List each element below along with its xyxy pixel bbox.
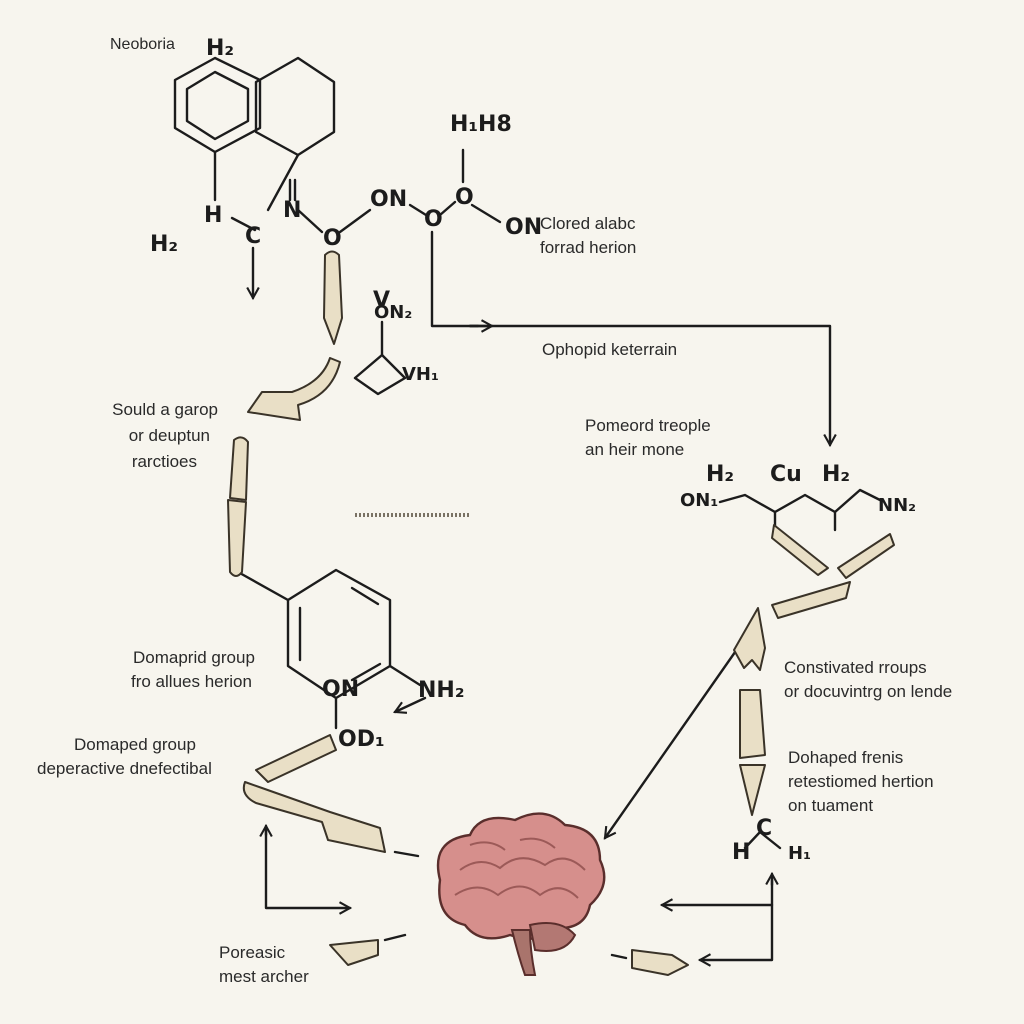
tube-5: [255, 734, 337, 783]
chem-hc-h: H: [732, 840, 751, 865]
tube-7: [771, 524, 829, 576]
annotation-constiv-line1: Constivated rroups: [784, 658, 927, 677]
tube-8: [837, 533, 895, 579]
annotation-soul-line2: or deuptun: [128, 426, 210, 445]
annotation-poreasic-line2: mest archer: [219, 967, 309, 986]
chem-on1-right: ON₁: [680, 490, 719, 511]
tube-2: [247, 357, 341, 421]
chem-nh2-ring: NH₂: [418, 678, 465, 703]
chem-o-2: O: [424, 207, 443, 232]
chem-h2-top: H₂: [206, 36, 235, 61]
chem-hc-c: C: [756, 816, 773, 841]
chem-h2-r2: H₂: [822, 462, 851, 487]
chem-v-mark: V: [373, 288, 391, 313]
tube-3: [229, 436, 249, 501]
tube-14: [631, 949, 689, 976]
tube-1: [323, 250, 343, 345]
bottom-left-bracket-arrow: [264, 828, 353, 915]
page-title: Neoboria: [110, 36, 175, 53]
annotation-clored-line2: forrad herion: [540, 238, 637, 257]
right-bracket-arrow: [697, 878, 774, 967]
chem-nn2-right: NN₂: [878, 495, 917, 516]
tube-6: [242, 781, 386, 853]
annotation-dohaped-line1: Dohaped frenis: [788, 748, 904, 767]
annotation-domaped-line2: deperactive dnefectibal: [37, 759, 212, 778]
tube-4: [227, 499, 247, 577]
chem-cu: Cu: [770, 462, 802, 487]
connector-arrow-right: [468, 324, 837, 448]
chem-od1: OD₁: [338, 727, 385, 752]
annotation-constiv-line2: or docuvintrg on lende: [784, 682, 953, 701]
annotation-domaped-line1: Domaped group: [74, 735, 196, 754]
chem-vh1: VH₁: [402, 364, 439, 385]
annotation-ophopid: Ophopid keterrain: [542, 340, 678, 359]
brain-icon: [436, 812, 606, 976]
chem-h2-r1: H₂: [706, 462, 735, 487]
annotation-pomeord-line2: an heir mone: [585, 440, 685, 459]
tube-9: [771, 581, 851, 619]
chem-o-3: O: [455, 185, 474, 210]
annotation-poreasic-line1: Poreasic: [219, 943, 286, 962]
tube-10: [733, 607, 766, 671]
chem-c-left: C: [245, 224, 262, 249]
chem-h1h8: H₁H8: [450, 112, 512, 137]
chem-on-ring: ON: [322, 677, 360, 702]
tube-11: [739, 689, 766, 759]
chem-h2-left: H₂: [150, 232, 179, 257]
annotation-clored-line1: Clored alabc: [540, 214, 636, 233]
chem-on-1: ON: [370, 187, 408, 212]
annotation-domapr-line1: Domaprid group: [133, 648, 255, 667]
chem-hc-h1: H₁: [788, 843, 811, 864]
tube-12: [739, 764, 766, 816]
annotation-dohaped-line2: retestiomed hertion: [788, 772, 934, 791]
right-chain-structure: [718, 488, 882, 532]
annotation-pomeord-line1: Pomeord treople: [585, 416, 711, 435]
chem-o-1: O: [323, 226, 342, 251]
arrow-to-brain-diagonal: [603, 643, 742, 840]
fused-ring-structure: [173, 56, 502, 333]
chem-on2-mid: ON₂: [374, 302, 413, 323]
tube-13: [329, 939, 379, 966]
on2-vh1-structure: [353, 320, 407, 396]
hc-fragment: [743, 830, 782, 850]
lower-ring-structure: [236, 568, 427, 730]
annotation-soul-line3: rarctioes: [131, 452, 197, 471]
annotation-soul-line1: Sould a garop: [112, 400, 218, 419]
annotation-domapr-line2: fro allues herion: [131, 672, 252, 691]
chem-h-left: H: [204, 203, 223, 228]
annotation-dohaped-line3: on tuament: [788, 796, 874, 815]
chem-on-2: ON: [505, 215, 543, 240]
chem-n-left: N: [283, 198, 302, 223]
